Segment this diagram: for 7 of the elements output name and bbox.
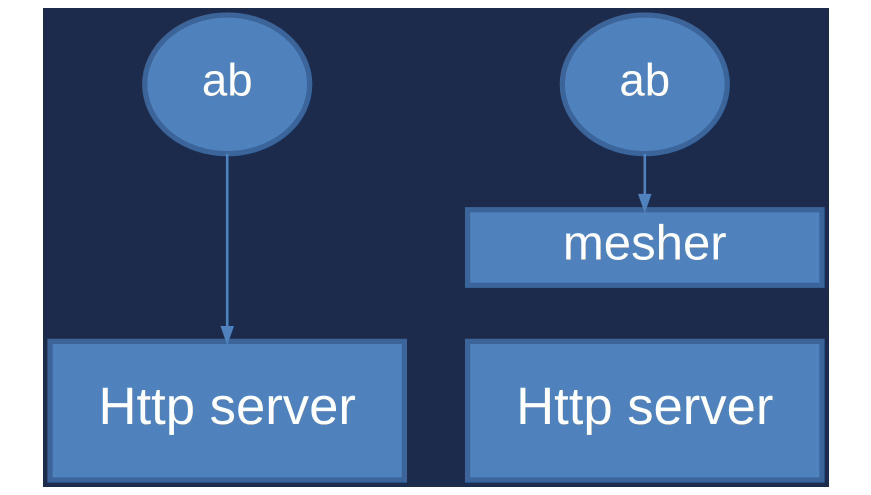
arrow <box>638 154 652 214</box>
arrow <box>220 154 234 346</box>
node-box: Http server <box>464 338 824 483</box>
node-box: Http server <box>46 338 407 483</box>
node-ellipse: ab <box>559 12 730 156</box>
node-ellipse: ab <box>142 12 312 156</box>
node-box: mesher <box>464 207 824 288</box>
